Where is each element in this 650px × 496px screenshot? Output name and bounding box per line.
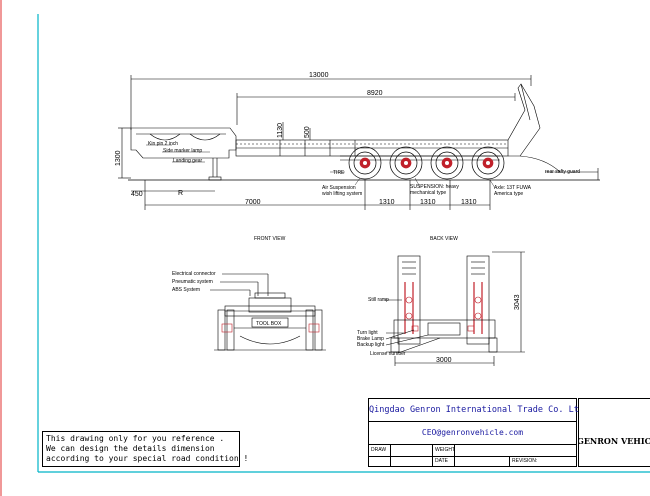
dim-overall-length: 13000 xyxy=(309,72,329,79)
date-value xyxy=(455,456,510,467)
label-electrical-connector: Electrical connector xyxy=(172,271,216,277)
label-pneumatic-system: Pneumatic system xyxy=(172,279,213,285)
label-turn-light: Turn light xyxy=(357,330,378,336)
label-still-ramp: Still ramp xyxy=(368,297,389,303)
label-abs-system: ABS System xyxy=(172,287,200,293)
label-brake-lamp: Brake Lamp xyxy=(357,336,384,342)
blank-label xyxy=(369,456,391,467)
label-axle: Axle: 13T FUWA xyxy=(494,185,532,191)
label-kingpin: Kin pin 2 inch xyxy=(148,141,178,147)
label-suspension: SUSPENSION: heavy xyxy=(410,184,459,190)
dim-axle-spacing-3: 1310 xyxy=(461,199,477,206)
dim-height-deck: 500 xyxy=(304,126,311,138)
title-block-row-draw: DRAW WEIGHT xyxy=(369,445,576,457)
draw-label: DRAW xyxy=(369,445,391,456)
front-view xyxy=(210,273,326,351)
date-label: DATE xyxy=(433,456,455,467)
note-line-2: We can design the details dimension xyxy=(46,444,215,453)
reference-note: This drawing only for you reference . We… xyxy=(42,431,249,467)
dim-deck-length: 8920 xyxy=(367,90,383,97)
title-block: Qingdao Genron International Trade Co. L… xyxy=(368,398,584,467)
title-block-row-date: DATE REVISION: xyxy=(369,456,576,467)
dim-back-width: 3000 xyxy=(436,357,452,364)
label-axle-type: America type xyxy=(494,191,523,197)
company-name: Qingdao Genron International Trade Co. L… xyxy=(369,399,584,422)
label-rear-guard: rear safty guard xyxy=(545,169,580,175)
back-view xyxy=(384,251,525,366)
label-air-suspension: Air Suspension xyxy=(322,185,356,191)
revision-label: REVISION: xyxy=(512,458,538,464)
front-view-title: FRONT VIEW xyxy=(254,236,286,242)
dim-axle-spacing-1: 1310 xyxy=(379,199,395,206)
logo-text: GENRON VEHICLE xyxy=(578,436,650,446)
side-view xyxy=(118,75,600,210)
label-tire: TIRE xyxy=(333,170,345,176)
dim-height-mid: 1130 xyxy=(277,123,284,138)
weight-label: WEIGHT xyxy=(433,445,455,456)
blank-value xyxy=(391,456,433,467)
dim-axle-spacing-2: 1310 xyxy=(420,199,436,206)
label-backup-light: Backup light xyxy=(357,342,385,348)
wheels xyxy=(348,146,505,180)
label-side-marker: Side marker lamp xyxy=(163,148,202,154)
side-leaders xyxy=(146,144,560,189)
company-logo: GENRON VEHICLE xyxy=(578,398,650,467)
dim-height-left: 1300 xyxy=(115,150,122,166)
dim-radius: R xyxy=(178,190,183,197)
draw-value xyxy=(391,445,433,456)
company-email[interactable]: CEO@genronvehicle.com xyxy=(369,422,576,445)
note-line-3: according to your special road condition… xyxy=(46,454,249,463)
weight-value xyxy=(455,445,576,456)
label-tool-box: TOOL BOX xyxy=(256,321,282,327)
label-suspension-type: mechanical type xyxy=(410,190,446,196)
dim-back-height: 3043 xyxy=(514,294,521,310)
label-license-number: License number xyxy=(370,351,406,357)
label-axle-lifting: wish lifting system xyxy=(322,191,362,197)
dim-kingpin-to-axle: 7000 xyxy=(245,199,261,206)
label-landing-gear: Landing gear xyxy=(173,158,203,164)
back-view-title: BACK VIEW xyxy=(430,236,458,242)
note-line-1: This drawing only for you reference . xyxy=(46,434,225,443)
dim-front-overhang: 450 xyxy=(131,191,143,198)
